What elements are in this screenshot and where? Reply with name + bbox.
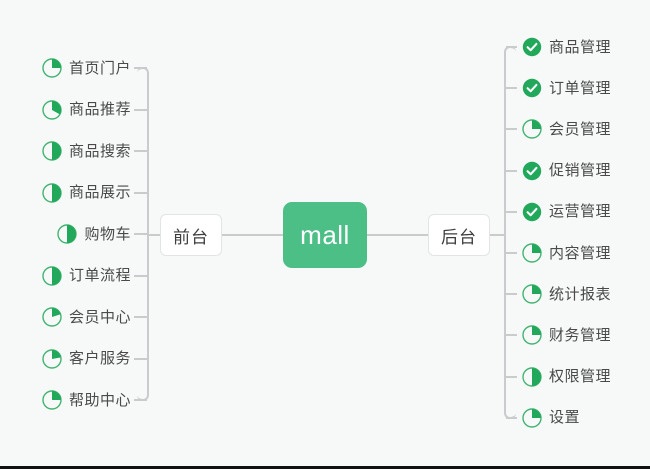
- pie-progress-icon: [42, 182, 62, 203]
- leaf-label: 订单流程: [68, 267, 131, 284]
- root-node-mall[interactable]: mall: [283, 202, 367, 268]
- connector-line: [134, 191, 147, 194]
- connector-line: [134, 233, 147, 235]
- pie-progress-icon: [42, 307, 62, 327]
- branch-spine: [504, 46, 516, 419]
- leaf-label: 运营管理: [549, 203, 612, 221]
- leaf-label: 会员中心: [68, 308, 131, 326]
- pie-progress-icon: [522, 408, 542, 428]
- leaf-item-首页门户[interactable]: 首页门户: [10, 55, 131, 81]
- leaf-label: 商品推荐: [68, 101, 131, 118]
- connector-line: [147, 234, 160, 236]
- branch-node-backend[interactable]: 后台: [428, 214, 490, 256]
- pie-progress-icon: [42, 141, 62, 161]
- leaf-item-商品管理[interactable]: 商品管理: [522, 34, 611, 60]
- connector-line: [506, 210, 517, 213]
- leaf-label: 帮助中心: [68, 391, 131, 409]
- leaf-label: 首页门户: [68, 59, 131, 77]
- connector-line: [134, 150, 147, 152]
- leaf-item-帮助中心[interactable]: 帮助中心: [10, 387, 131, 413]
- leaf-item-统计报表[interactable]: 统计报表: [522, 281, 611, 307]
- leaf-item-设置[interactable]: 设置: [522, 405, 580, 431]
- leaf-label: 订单管理: [549, 79, 612, 97]
- connector-line: [134, 108, 147, 111]
- leaf-label: 商品展示: [68, 184, 131, 201]
- connector-line: [134, 357, 147, 360]
- leaf-item-权限管理[interactable]: 权限管理: [522, 364, 611, 390]
- pie-progress-icon: [42, 58, 62, 78]
- leaf-item-财务管理[interactable]: 财务管理: [522, 322, 611, 348]
- connector-line: [506, 252, 517, 254]
- check-circle-icon: [522, 37, 542, 57]
- leaf-label: 购物车: [84, 225, 131, 243]
- leaf-item-内容管理[interactable]: 内容管理: [522, 240, 611, 266]
- leaf-item-促销管理[interactable]: 促销管理: [522, 158, 611, 184]
- pie-progress-icon: [42, 265, 62, 286]
- leaf-item-商品展示[interactable]: 商品展示: [10, 180, 131, 206]
- pie-progress-icon: [57, 224, 78, 244]
- connector-line: [506, 334, 517, 337]
- connector-line: [222, 234, 283, 236]
- leaf-item-购物车[interactable]: 购物车: [10, 221, 131, 247]
- pie-progress-icon: [522, 284, 542, 304]
- leaf-label: 促销管理: [549, 162, 612, 180]
- leaf-item-订单管理[interactable]: 订单管理: [522, 75, 611, 101]
- connector-line: [367, 234, 428, 236]
- leaf-item-客户服务[interactable]: 客户服务: [10, 346, 131, 372]
- leaf-item-订单流程[interactable]: 订单流程: [10, 263, 131, 289]
- connector-line: [134, 316, 147, 318]
- branch-node-frontend[interactable]: 前台: [160, 214, 222, 256]
- leaf-label: 商品搜索: [68, 142, 131, 160]
- leaf-label: 客户服务: [68, 350, 131, 367]
- connector-line: [506, 293, 517, 296]
- leaf-item-商品推荐[interactable]: 商品推荐: [10, 97, 131, 123]
- leaf-item-会员管理[interactable]: 会员管理: [522, 116, 611, 142]
- leaf-label: 财务管理: [549, 326, 612, 344]
- connector-line: [506, 375, 517, 378]
- connector-line: [506, 87, 517, 90]
- leaf-label: 内容管理: [549, 244, 612, 262]
- connector-line: [506, 128, 517, 131]
- leaf-item-会员中心[interactable]: 会员中心: [10, 304, 131, 330]
- leaf-label: 商品管理: [549, 38, 612, 56]
- pie-progress-icon: [522, 243, 542, 263]
- leaf-label: 统计报表: [549, 285, 612, 303]
- leaf-item-运营管理[interactable]: 运营管理: [522, 199, 611, 225]
- pie-progress-icon: [42, 99, 62, 120]
- check-circle-icon: [522, 202, 542, 222]
- leaf-item-商品搜索[interactable]: 商品搜索: [10, 138, 131, 164]
- connector-line: [134, 274, 147, 277]
- connector-line: [506, 169, 517, 172]
- pie-progress-icon: [42, 390, 62, 410]
- check-circle-icon: [522, 161, 542, 181]
- connector-line: [490, 234, 506, 236]
- leaf-label: 设置: [549, 409, 581, 427]
- pie-progress-icon: [522, 119, 542, 140]
- check-circle-icon: [522, 78, 542, 98]
- leaf-label: 会员管理: [549, 120, 612, 138]
- pie-progress-icon: [42, 348, 62, 369]
- leaf-label: 权限管理: [549, 368, 612, 386]
- pie-progress-icon: [522, 366, 542, 387]
- pie-progress-icon: [522, 325, 542, 346]
